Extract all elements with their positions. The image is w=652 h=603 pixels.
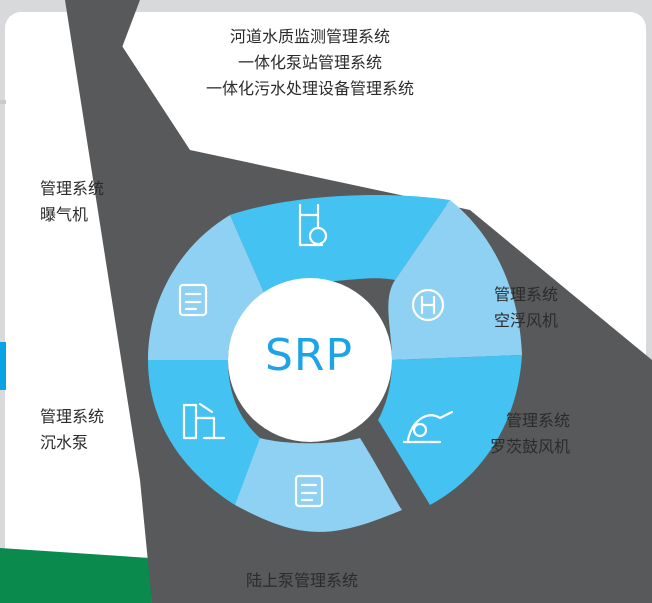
segment-top — [230, 195, 450, 295]
center-label: SRP — [264, 330, 354, 381]
label-right-upper: 管理系统 空浮风机 — [494, 282, 558, 334]
segment-left-lower — [148, 360, 260, 505]
label-left-lower: 管理系统 沉水泵 — [40, 404, 104, 456]
label-left-upper: 管理系统 曝气机 — [40, 176, 104, 228]
top-system-1: 河道水质监测管理系统 — [229, 27, 390, 46]
label-left-upper-line1: 管理系统 — [40, 179, 105, 198]
label-left-lower-line1: 管理系统 — [40, 407, 105, 426]
edge-mark — [0, 100, 6, 104]
label-left-upper-line2: 曝气机 — [40, 205, 89, 224]
label-right-lower-line2: 罗茨鼓风机 — [489, 437, 570, 456]
hydrogen-icon — [411, 288, 445, 322]
label-right-upper-line2: 空浮风机 — [494, 311, 559, 330]
segment-right-upper — [388, 200, 522, 360]
dark-band-top — [92, 0, 140, 100]
label-bottom-text: 陆上泵管理系统 — [246, 571, 359, 590]
pump-icon — [182, 402, 226, 440]
label-right-upper-line1: 管理系统 — [494, 285, 559, 304]
document-icon-bottom — [294, 474, 324, 508]
label-right-lower: 管理系统 罗茨鼓风机 — [476, 408, 570, 460]
edge-accent — [0, 342, 6, 390]
water-monitor-icon — [298, 203, 328, 247]
fan-icon — [402, 410, 454, 444]
top-system-3: 一体化污水处理设备管理系统 — [205, 79, 414, 98]
top-systems: 河道水质监测管理系统 一体化泵站管理系统 一体化污水处理设备管理系统 — [195, 24, 425, 102]
label-right-lower-line1: 管理系统 — [505, 411, 570, 430]
label-left-lower-line2: 沉水泵 — [40, 433, 89, 452]
top-system-2: 一体化泵站管理系统 — [237, 53, 382, 72]
segment-right-lower — [378, 355, 522, 505]
document-icon — [178, 283, 208, 317]
center-circle — [228, 278, 392, 442]
label-bottom: 陆上泵管理系统 — [246, 568, 358, 594]
segment-bottom — [235, 438, 402, 532]
green-stripe — [0, 548, 152, 603]
